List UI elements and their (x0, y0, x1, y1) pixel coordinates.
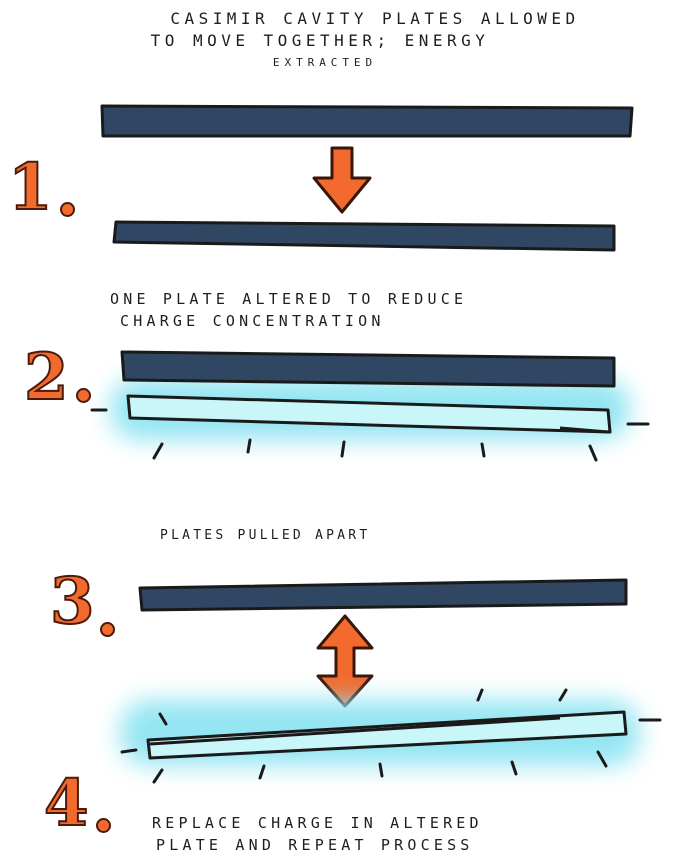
step-2-ticks (90, 408, 650, 462)
step-3-caption-line-1: Plates pulled apart (160, 528, 371, 543)
step-1-top-plate (100, 104, 634, 138)
step-1-caption-line-2: to move together; energy (150, 31, 490, 50)
step-1-caption-line-1: Casimir cavity plates allowed (170, 9, 580, 28)
step-1-bottom-plate (112, 220, 616, 252)
step-1-caption: Casimir cavity plates allowed to move to… (0, 8, 690, 74)
step-4-caption: Replace charge in altered plate and repe… (152, 812, 483, 856)
step-2-caption-line-2: charge concentration (120, 312, 385, 330)
step-1-caption-line-3: extracted (272, 56, 378, 69)
step-4-caption-line-1: Replace charge in altered (152, 814, 483, 832)
step-2-caption-line-1: One plate altered to reduce (110, 290, 468, 308)
step-2-plates (120, 350, 616, 434)
step-2-dot (76, 388, 91, 403)
step-3-caption: Plates pulled apart (160, 525, 370, 547)
step-4-altered-plate (146, 710, 628, 760)
step-3-double-arrow (316, 614, 374, 708)
step-4-plates (146, 710, 628, 760)
step-1-dot (60, 202, 75, 217)
step-2-top-plate (120, 350, 616, 388)
step-1-number: 1 (7, 150, 54, 225)
step-2-number: 2 (23, 340, 70, 415)
step-1-plates (100, 104, 634, 252)
step-4-dot (96, 818, 111, 833)
step-3-top-plate (138, 578, 628, 612)
step-4-caption-line-2: plate and repeat process (156, 836, 474, 854)
step-3-plates (138, 578, 628, 612)
step-2-altered-plate (126, 394, 612, 434)
step-2-caption: One plate altered to reduce charge conce… (110, 288, 467, 332)
step-4-ticks (120, 688, 662, 784)
step-4-number: 4 (43, 766, 90, 841)
step-1-down-arrow (312, 146, 372, 214)
step-3-dot (100, 622, 115, 637)
step-3-number: 3 (49, 564, 96, 639)
